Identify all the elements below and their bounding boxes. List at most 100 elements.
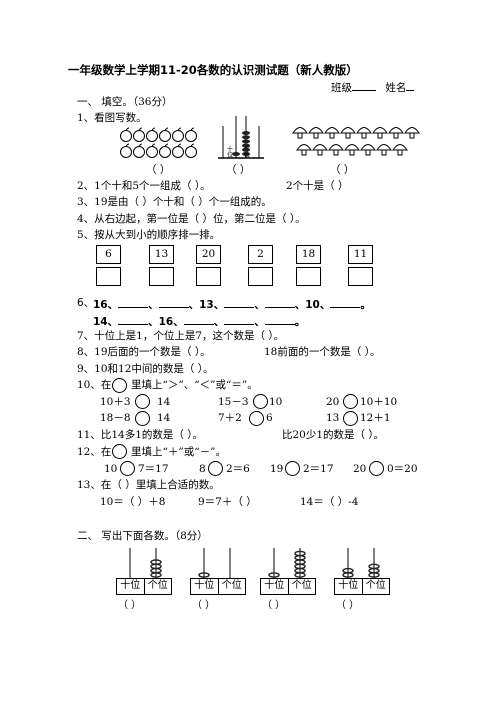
q12-answer-circle[interactable] [285,461,300,476]
q6-token: 、13、 [188,299,225,311]
q6-token: 16、 [93,299,119,311]
q5-number-box: 20 [196,245,221,264]
q8-part1: 8、19后面的一个数是（ ）。 [77,346,211,358]
q10-answer-circle[interactable] [135,411,150,426]
abacus-bead [242,147,250,152]
q10-item-right: 6 [266,412,273,424]
q10-intro-a: 10、在 [77,379,112,391]
abacus-bead [268,572,280,578]
q10-item-left: 10＋3 [100,396,131,408]
section2-heading: 二、 写出下面各数。（8分） [77,530,208,542]
abacus-ones-label: 个位 [244,146,251,159]
q10-item-right: 14 [157,412,171,424]
q1-text: 1、看图写数。 [77,112,147,124]
apple-icon [120,143,132,158]
q10-answer-circle[interactable] [343,411,358,426]
abacus-rods [268,548,306,578]
mushroom-icon [328,144,344,156]
q6-token: 14、 [93,316,119,328]
q6-blank[interactable] [264,314,295,325]
q12-item-right: 0＝20 [387,463,418,475]
answer-blank[interactable]: （ ） [118,600,142,611]
name-blank [406,80,415,91]
mushroom-icon [296,144,312,156]
abacus-rods [342,548,380,578]
mushrooms-picture [292,127,420,156]
q10-answer-circle[interactable] [135,394,150,409]
q12-answer-circle[interactable] [369,461,384,476]
q6-blank[interactable] [224,314,255,325]
apple-icon [133,127,145,142]
q10-answer-circle[interactable] [253,394,268,409]
q6-blank[interactable] [118,297,149,308]
q13-item: 9＝7＋（ ） [198,496,257,508]
q6-label: 6、 [77,297,95,309]
q5-number-box: 6 [96,245,121,264]
q6-token: 、 [213,316,225,328]
q12-item-right: 2＝6 [226,463,250,475]
q10-answer-circle[interactable] [343,394,358,409]
abacus-tens-label: 十位 [227,146,234,159]
q5-answer-box[interactable] [348,267,373,286]
q6-blank[interactable] [224,297,255,308]
q5-answer-box[interactable] [149,267,174,286]
q5-number-box: 18 [296,245,321,264]
q12-intro-a: 12、在 [77,446,112,458]
q6-token: 、 [254,316,265,328]
q10-item-right: 12＋1 [360,412,391,424]
tens-place-label: 十位 [261,579,289,594]
abacus-bead [242,135,250,140]
mushroom-icon [388,127,404,139]
q10-item-left: 18－8 [100,412,131,424]
q6-token: 、 [254,299,265,311]
q12-intro-circle [112,444,127,459]
abacus-rods [129,548,162,578]
q6-blank[interactable] [183,314,214,325]
q5-answer-box[interactable] [196,267,221,286]
mushroom-icon [292,127,308,139]
q5-answer-box[interactable] [296,267,321,286]
q10-intro-circle [112,378,127,393]
answer-blank[interactable]: （ ） [192,600,216,611]
place-value-label: 十位个位 [190,578,246,595]
apple-icon [120,127,132,142]
tens-place-label: 十位 [117,579,145,594]
apples-picture [120,127,197,158]
abacus-rods [198,548,231,578]
place-value-label: 十位个位 [334,578,390,595]
abacus-picture [218,116,264,159]
q10-answer-circle[interactable] [249,411,264,426]
q9: 9、10和12中间的数是（ ）。 [77,363,214,375]
mushroom-icon [392,144,408,156]
q12-answer-circle[interactable] [120,461,135,476]
q6-token: 。 [360,299,371,311]
tens-place-label: 十位 [335,579,363,594]
q12-item-right: 7＝17 [138,463,169,475]
apple-icon [172,127,184,142]
abacus-bead [342,567,354,574]
answer-blank[interactable]: （ ） [262,600,286,611]
q12-item-right: 2＝17 [303,463,334,475]
q5-answer-box[interactable] [96,267,121,286]
q10-item-left: 15－3 [218,396,249,408]
q6-blank[interactable] [158,297,189,308]
class-label: 班级 [331,82,352,94]
q12-item-left: 19 [270,463,284,475]
q10-intro-b: 里填上“＞”、“＜”或“＝”。 [131,379,258,391]
ones-place-label: 个位 [365,580,386,591]
mushroom-icon [376,144,392,156]
q6-blank[interactable] [330,297,361,308]
q5-number-box: 13 [149,245,174,264]
answer-blank[interactable]: （ ） [336,600,360,611]
section1-heading: 一、 填空。（36分） [77,96,173,108]
q5-answer-box[interactable] [248,267,273,286]
q13-text: 13、在（ ）里填上合适的数。 [77,479,220,491]
q6-blank[interactable] [118,314,149,325]
q6-token: 、16、 [148,316,184,328]
mushroom-icon [404,127,420,139]
q12-answer-circle[interactable] [208,461,223,476]
ones-place-label: 个位 [147,580,168,591]
mushroom-icon [356,127,372,139]
q6-blank[interactable] [264,297,295,308]
abacus-bead [368,563,380,570]
